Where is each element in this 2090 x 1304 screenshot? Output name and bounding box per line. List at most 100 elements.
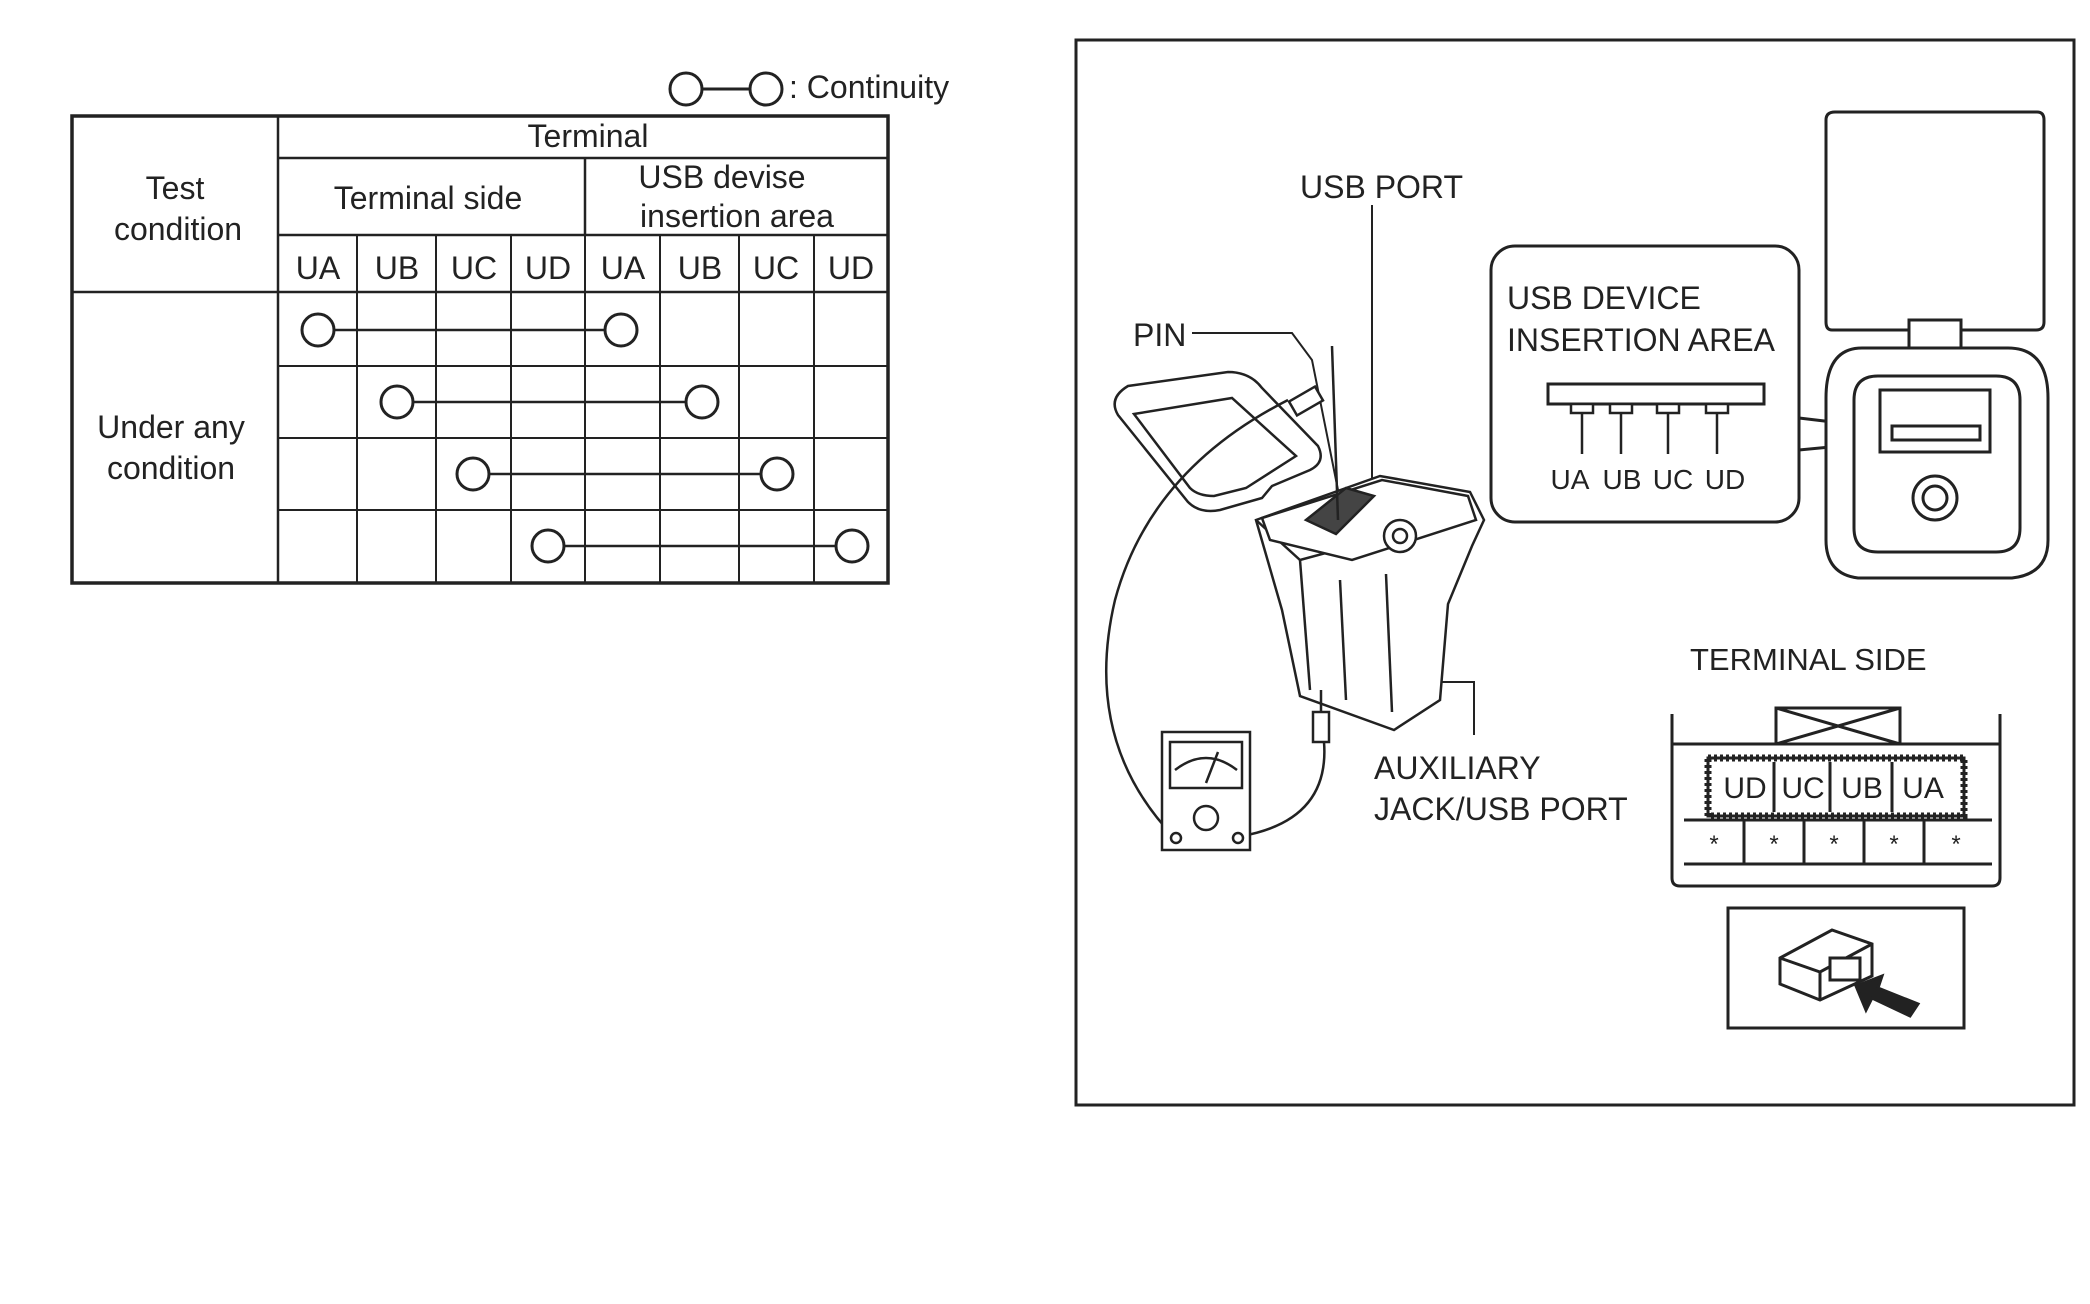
- connector-usb-block: [1706, 756, 1966, 818]
- terminal-header: Terminal: [528, 118, 649, 154]
- legend-circle-right: [748, 71, 784, 107]
- connector-terminal-labels: UD UC UB UA: [1723, 772, 1944, 805]
- connector-terminal-uc: UC: [1781, 772, 1824, 805]
- legend-circle-left: [668, 71, 704, 107]
- connector-mark: *: [1951, 831, 1960, 858]
- aux-label-line1: AUXILIARY: [1374, 750, 1541, 786]
- continuity-row-uc: [455, 456, 795, 492]
- usb-pin-ub: [1608, 402, 1634, 415]
- port-top-face: [1260, 478, 1478, 562]
- col-header-usb-ud: UD: [828, 250, 874, 286]
- test-pin: [1287, 345, 1340, 744]
- usb-port-label: USB PORT: [1300, 169, 1463, 205]
- insertion-terminal-ua: UA: [1551, 464, 1590, 495]
- col-header-usb-ua: UA: [601, 250, 646, 286]
- meter-scale: [1174, 756, 1238, 771]
- connector-mark: *: [1829, 831, 1838, 858]
- row-label-line1: Under any: [97, 409, 245, 445]
- terminal-side-header: Terminal side: [334, 180, 523, 216]
- pin-leader: [1192, 332, 1341, 501]
- continuity-node: [834, 528, 870, 564]
- port-body-rib: [1384, 573, 1394, 713]
- usb-area-header-line1: USB devise: [638, 159, 805, 195]
- col-header-terminal-ud: UD: [525, 250, 571, 286]
- meter-dial: [1192, 804, 1220, 832]
- meter-terminal: [1231, 831, 1245, 845]
- col-header-usb-uc: UC: [753, 250, 799, 286]
- view-direction-box: [1726, 906, 1966, 1030]
- terminal-side-label: TERMINAL SIDE: [1690, 642, 1927, 677]
- test-condition-header-line2: condition: [114, 211, 242, 247]
- usb-area-header-line2: insertion area: [640, 198, 834, 234]
- port-front-aux-hole: [1921, 484, 1949, 512]
- port-front-usb-opening: [1878, 388, 1992, 454]
- continuity-node: [530, 528, 566, 564]
- meter-needle: [1204, 751, 1220, 784]
- table-border: [70, 114, 890, 585]
- connector-terminal-ud: UD: [1723, 772, 1766, 805]
- connector-latch-x: [1775, 706, 1901, 746]
- col-header-terminal-uc: UC: [451, 250, 497, 286]
- illustration-frame: [1074, 38, 2076, 1107]
- port-lid: [1113, 370, 1322, 513]
- pin-label: PIN: [1133, 317, 1186, 353]
- port-front-lid: [1824, 110, 2046, 332]
- continuity-row-ud: [530, 528, 870, 564]
- usb-pin-ud: [1704, 402, 1730, 415]
- continuity-table: [70, 114, 890, 585]
- col-header-terminal-ub: UB: [375, 250, 419, 286]
- aux-usb-port-assembly: [1113, 370, 1486, 732]
- connector-terminal-ub: UB: [1841, 772, 1883, 805]
- insertion-area-label-line2: INSERTION AREA: [1507, 322, 1776, 358]
- port-lid-inner: [1131, 396, 1299, 498]
- test-condition-header-line1: Test: [146, 170, 205, 206]
- usb-pin-uc: [1655, 402, 1681, 415]
- insertion-terminal-ud: UD: [1705, 464, 1745, 495]
- insertion-terminal-ub: UB: [1603, 464, 1642, 495]
- pin-rod: [1330, 345, 1340, 521]
- probe-tip: [1287, 384, 1325, 418]
- row-label-line2: condition: [107, 450, 235, 486]
- continuity-node: [684, 384, 720, 420]
- meter-lead-right: [1241, 741, 1326, 838]
- port-front-view: [1824, 110, 2050, 580]
- meter-terminal: [1169, 831, 1183, 845]
- continuity-node: [379, 384, 415, 420]
- aux-jack-hole: [1391, 527, 1409, 545]
- continuity-node: [603, 312, 639, 348]
- probe-tip: [1311, 710, 1331, 744]
- connector-bottom-marks: * * * * *: [1709, 831, 1960, 858]
- continuity-node: [759, 456, 795, 492]
- usb-slot: [1303, 486, 1377, 536]
- connector-mark: *: [1889, 831, 1898, 858]
- meter-lead-left: [1105, 398, 1289, 837]
- multimeter: [1105, 398, 1326, 852]
- usb-connector-strip: [1546, 382, 1766, 406]
- insertion-terminal-uc: UC: [1653, 464, 1693, 495]
- col-header-terminal-ua: UA: [296, 250, 341, 286]
- connector-housing: [1670, 714, 2002, 888]
- insertion-area-callout: USB DEVICE INSERTION AREA UA UB UC UD: [1489, 244, 1885, 524]
- legend-text: : Continuity: [789, 69, 949, 105]
- continuity-legend: : Continuity: [668, 69, 949, 107]
- view-arrow-icon: [1854, 973, 1921, 1018]
- aux-label-line2: JACK/USB PORT: [1374, 791, 1628, 827]
- continuity-node: [455, 456, 491, 492]
- table-headers: Test condition Terminal Terminal side US…: [97, 118, 874, 486]
- connector-usb-block-hatch: [1704, 754, 1968, 820]
- connector-terminal-ua: UA: [1902, 772, 1944, 805]
- port-body-edge: [1298, 559, 1312, 691]
- view-connector-icon: [1778, 928, 1874, 1002]
- connector-mark: *: [1769, 831, 1778, 858]
- insertion-area-label-line1: USB DEVICE: [1507, 280, 1701, 316]
- terminal-side-connector: [1670, 706, 2002, 888]
- view-connector-face: [1828, 956, 1862, 982]
- port-front-usb-tongue: [1890, 424, 1982, 442]
- connector-mark: *: [1709, 831, 1718, 858]
- continuity-node: [300, 312, 336, 348]
- col-header-usb-ub: UB: [678, 250, 722, 286]
- port-body-rib: [1338, 579, 1348, 701]
- continuity-marks: [300, 312, 870, 564]
- usb-pin-ua: [1569, 402, 1595, 415]
